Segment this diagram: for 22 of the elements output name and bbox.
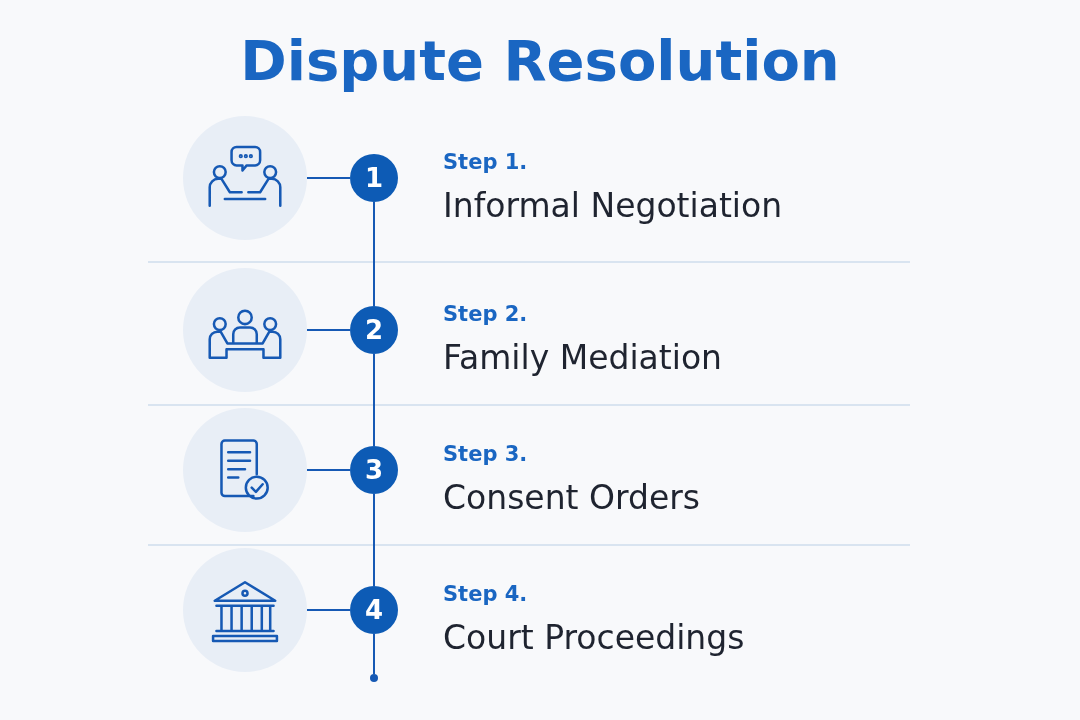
step-number-circle: 4 bbox=[350, 586, 398, 634]
step-number-circle: 3 bbox=[350, 446, 398, 494]
step-title: Informal Negotiation bbox=[443, 186, 783, 225]
step-number-circle: 1 bbox=[350, 154, 398, 202]
connector-line bbox=[373, 201, 375, 307]
step-label: Step 1. bbox=[443, 150, 528, 174]
step-title: Court Proceedings bbox=[443, 618, 745, 657]
end-dot bbox=[370, 674, 378, 682]
connector-line bbox=[306, 609, 351, 611]
step-number-circle: 2 bbox=[350, 306, 398, 354]
connector-line bbox=[373, 493, 375, 587]
title: Dispute Resolution bbox=[239, 28, 841, 93]
step-title: Family Mediation bbox=[443, 338, 722, 377]
connector-line bbox=[306, 469, 351, 471]
connector-line bbox=[373, 633, 375, 675]
connector-line bbox=[306, 329, 351, 331]
connector-line bbox=[306, 177, 351, 179]
step-label: Step 3. bbox=[443, 442, 528, 466]
step-label: Step 2. bbox=[443, 302, 528, 326]
step-title: Consent Orders bbox=[443, 478, 700, 517]
step-label: Step 4. bbox=[443, 582, 528, 606]
connector-line bbox=[373, 353, 375, 447]
